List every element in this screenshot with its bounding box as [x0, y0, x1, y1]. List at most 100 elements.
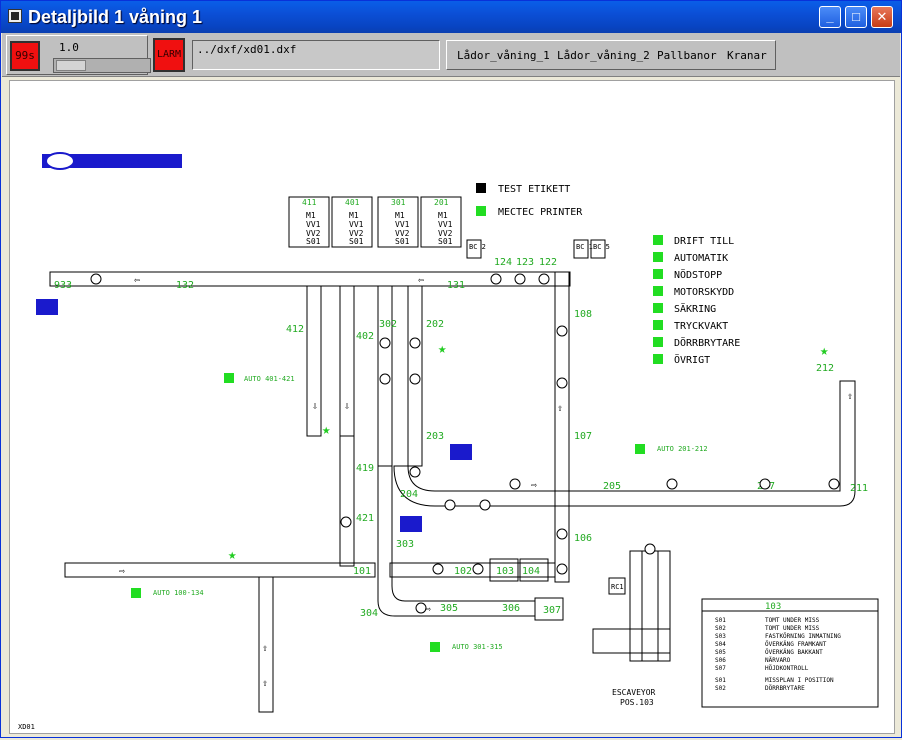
info-text: TOMT UNDER MISS: [765, 625, 820, 632]
alarm-indicator: [450, 444, 472, 460]
box-row: VV2: [349, 229, 364, 238]
star-icon: ★: [820, 343, 829, 359]
info-box-title: 103: [765, 602, 781, 612]
label-303: 303: [396, 539, 414, 550]
label-203: 203: [426, 431, 444, 442]
status-item: TRYCKVAKT: [674, 321, 728, 332]
svg-text:⇨: ⇨: [425, 604, 431, 615]
escaveyor-title: ESCAVEYOR: [612, 688, 656, 697]
menu-lador-vaning-1[interactable]: Lådor_våning_1: [457, 49, 550, 62]
conveyor-402: [339, 285, 355, 437]
minimize-button[interactable]: _: [819, 6, 841, 28]
legend-swatch: [476, 183, 486, 193]
bc-tag: BC 1: [576, 243, 593, 251]
conveyor-108: [554, 271, 570, 583]
bc-tag: BC 2: [469, 243, 486, 251]
info-code: S01: [715, 617, 726, 624]
legend-swatch: [476, 206, 486, 216]
menu-bar: Lådor_våning_1 Lådor_våning_2 Pallbanor …: [446, 40, 776, 70]
label-306: 306: [502, 603, 520, 614]
label-102: 102: [454, 566, 472, 577]
label-124: 124: [494, 257, 512, 268]
box-row: S01: [438, 237, 453, 246]
label-107: 107: [574, 431, 592, 442]
box-title: 201: [434, 198, 449, 207]
label-421: 421: [356, 513, 374, 524]
label-108: 108: [574, 309, 592, 320]
box-row: VV1: [395, 220, 410, 229]
info-text: DÖRRBRYTARE: [765, 685, 805, 692]
info-code: S02: [715, 685, 726, 692]
box-row: S01: [395, 237, 410, 246]
label-104: 104: [522, 566, 540, 577]
info-code: S01: [715, 677, 726, 684]
info-code: S06: [715, 657, 726, 664]
status-item: NÖDSTOPP: [674, 268, 722, 281]
auto-label: AUTO 301-315: [452, 643, 503, 651]
conveyor-412: [306, 285, 322, 437]
box-title: 301: [391, 198, 406, 207]
legend-label: MECTEC PRINTER: [498, 207, 583, 218]
system-banner: [42, 154, 182, 168]
box-row: M1: [395, 211, 405, 220]
label-103: 103: [496, 566, 514, 577]
box-row: VV2: [306, 229, 321, 238]
box-row: VV1: [306, 220, 321, 229]
box-row: M1: [349, 211, 359, 220]
legend-label: TEST ETIKETT: [498, 184, 570, 195]
svg-text:⇦: ⇦: [134, 275, 140, 286]
svg-text:⇧: ⇧: [557, 403, 563, 414]
station-307: [534, 597, 564, 621]
close-button[interactable]: ✕: [871, 6, 893, 28]
status-item: AUTOMATIK: [674, 253, 728, 264]
info-text: FASTKÖRNING INMATNING: [765, 633, 841, 640]
info-text: HÖJDKONTROLL: [765, 665, 809, 672]
station-104: [519, 558, 549, 582]
label-933: 933: [54, 280, 72, 291]
maximize-button[interactable]: □: [845, 6, 867, 28]
conveyor-down: [258, 576, 274, 713]
label-205: 205: [603, 481, 621, 492]
svg-text:⇧: ⇧: [847, 391, 853, 402]
speed-button[interactable]: 99s: [10, 41, 40, 71]
box-row: VV2: [395, 229, 410, 238]
speed-value: 1.0: [59, 41, 79, 54]
alarm-indicator: [400, 516, 422, 532]
auto-label: AUTO 401-421: [244, 375, 295, 383]
label-106: 106: [574, 533, 592, 544]
status-item: SÄKRING: [674, 302, 716, 315]
star-icon: ★: [438, 341, 447, 357]
menu-pallbanor[interactable]: Pallbanor: [657, 49, 717, 62]
label-412: 412: [286, 324, 304, 335]
conveyor-421: [339, 435, 355, 567]
label-122: 122: [539, 257, 557, 268]
auto-label: AUTO 201-212: [657, 445, 708, 453]
status-item: DRIFT TILL: [674, 236, 734, 247]
info-code: S03: [715, 633, 726, 640]
info-code: S04: [715, 641, 726, 648]
label-212: 212: [816, 363, 834, 374]
menu-kranar[interactable]: Kranar: [727, 49, 767, 62]
label-131: 131: [447, 280, 465, 291]
window-title: Detaljbild 1 våning 1: [28, 7, 203, 27]
title-bar[interactable]: Detaljbild 1 våning 1 _ □ ✕: [1, 1, 901, 33]
box-title: 411: [302, 198, 317, 207]
conveyor-101: [64, 562, 376, 578]
conveyor-205: [393, 380, 856, 507]
info-code: S02: [715, 625, 726, 632]
label-123: 123: [516, 257, 534, 268]
info-text: ÖVERKÄNG BAKKANT: [765, 649, 823, 656]
menu-lador-vaning-2[interactable]: Lådor_våning_2: [557, 49, 650, 62]
speed-slider[interactable]: [53, 58, 151, 73]
box-row: VV1: [438, 220, 453, 229]
label-204: 204: [400, 489, 418, 500]
conveyor-302: [377, 285, 393, 467]
alarm-button[interactable]: LARM: [153, 38, 185, 72]
file-path-field[interactable]: ../dxf/xd01.dxf: [192, 40, 440, 70]
slider-thumb[interactable]: [56, 60, 86, 71]
box-row: M1: [438, 211, 448, 220]
svg-text:⇧: ⇧: [262, 643, 268, 654]
box-row: VV2: [438, 229, 453, 238]
escaveyor-pos: POS.103: [620, 698, 654, 707]
